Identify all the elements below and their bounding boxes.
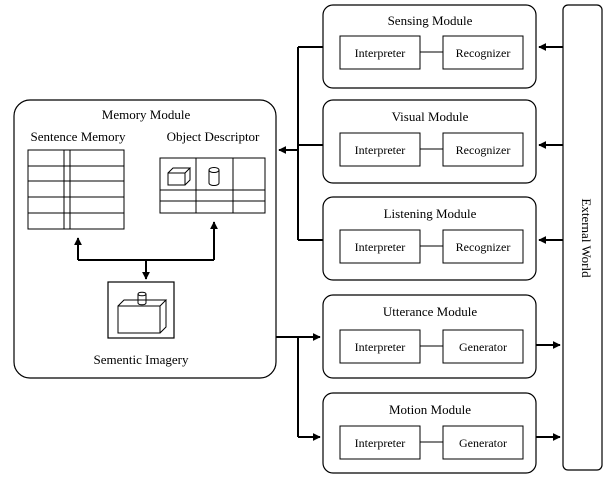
labels: Memory Module Sentence Memory Object Des… <box>31 13 594 450</box>
object-descriptor-label: Object Descriptor <box>167 129 260 144</box>
motion-module-title: Motion Module <box>389 402 471 417</box>
sensing-module <box>322 4 537 89</box>
box-shape-icon <box>167 167 192 186</box>
input-bus-connectors <box>278 46 323 241</box>
memory-module-title: Memory Module <box>102 107 191 122</box>
external-world-box <box>562 4 603 471</box>
motion-module <box>322 392 537 474</box>
utterance-interpreter-label: Interpreter <box>355 340 406 354</box>
listening-module-title: Listening Module <box>384 206 477 221</box>
sensing-module-title: Sensing Module <box>388 13 473 28</box>
visual-module <box>322 99 537 184</box>
utterance-module-title: Utterance Module <box>383 304 477 319</box>
sentence-memory-label: Sentence Memory <box>31 129 126 144</box>
listening-interpreter-label: Interpreter <box>355 240 406 254</box>
memory-internal-connectors <box>74 221 218 280</box>
cylinder-shape-icon <box>208 167 220 186</box>
visual-module-box <box>322 99 537 184</box>
external-world-connectors <box>536 43 563 441</box>
external-world-label: External World <box>579 198 594 278</box>
semantic-imagery-frame <box>107 281 175 339</box>
listening-module <box>322 196 537 281</box>
motion-module-box <box>322 392 537 474</box>
motion-interpreter-label: Interpreter <box>355 436 406 450</box>
output-bus-connectors <box>276 333 321 441</box>
block-with-cylinder-icon <box>117 291 168 334</box>
sensing-interpreter-label: Interpreter <box>355 46 406 60</box>
sensing-recognizer-label: Recognizer <box>456 46 511 60</box>
object-descriptor-table <box>159 157 266 214</box>
memory-module-box <box>13 99 277 379</box>
visual-recognizer-label: Recognizer <box>456 143 511 157</box>
listening-recognizer-label: Recognizer <box>456 240 511 254</box>
utterance-module-box <box>322 294 537 379</box>
visual-interpreter-label: Interpreter <box>355 143 406 157</box>
visual-module-title: Visual Module <box>392 109 469 124</box>
utterance-module <box>322 294 537 379</box>
listening-module-box <box>322 196 537 281</box>
sentence-memory-table <box>27 149 125 230</box>
motion-generator-label: Generator <box>459 436 507 450</box>
memory-module <box>13 99 277 379</box>
semantic-imagery-label: Sementic Imagery <box>94 352 189 367</box>
utterance-generator-label: Generator <box>459 340 507 354</box>
